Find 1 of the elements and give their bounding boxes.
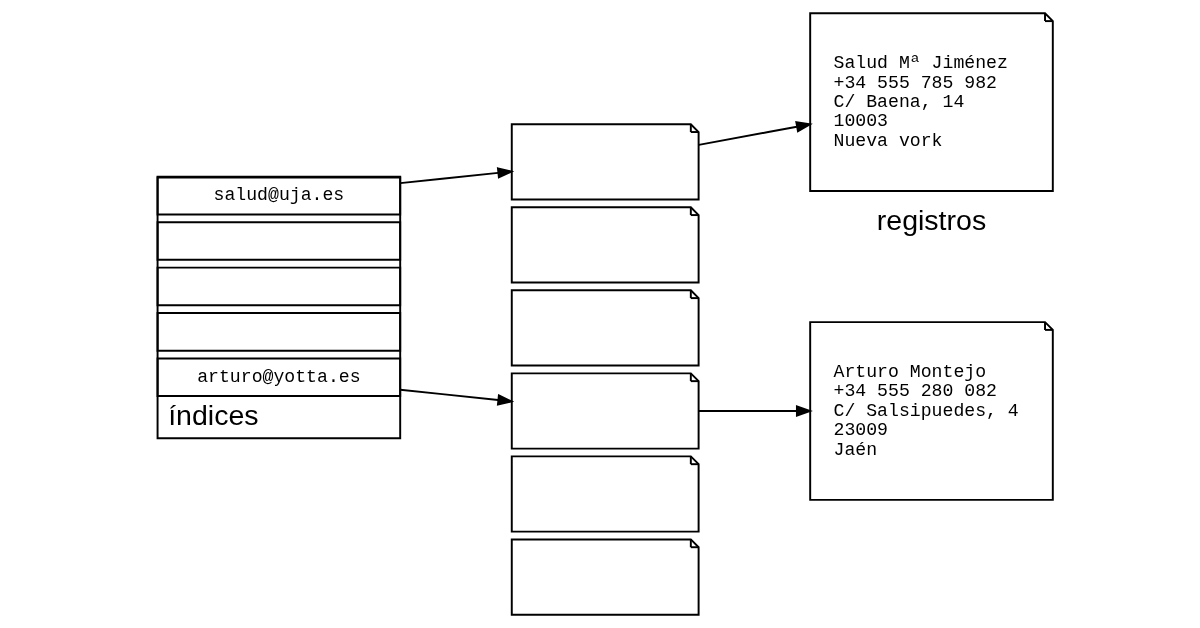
label: registros: [876, 204, 987, 237]
